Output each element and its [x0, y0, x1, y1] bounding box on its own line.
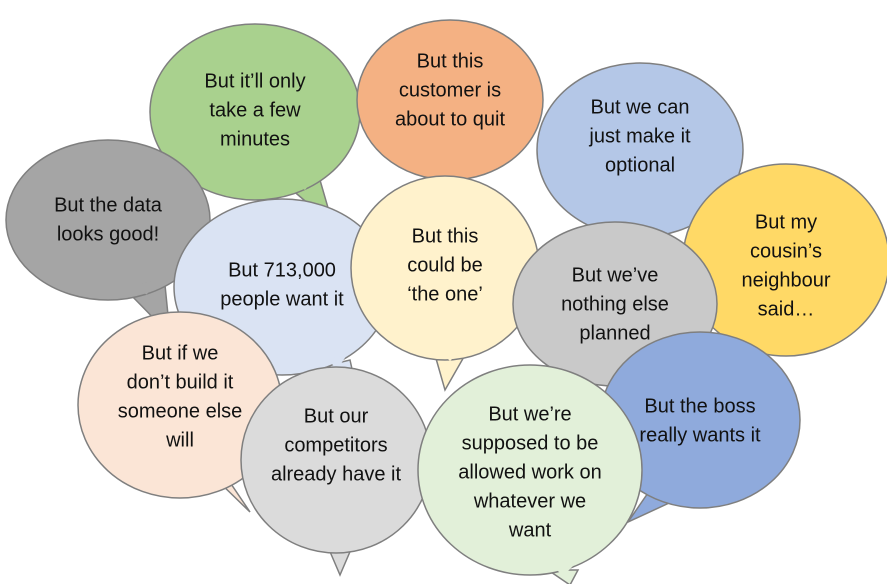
speech-bubble-text-line: will	[165, 429, 194, 451]
speech-bubble-text-line: But if we	[142, 342, 219, 364]
speech-bubble-someone-else-will: But if we don’t build it someone else will	[77, 311, 283, 513]
speech-bubble-tail-join	[131, 279, 162, 295]
speech-bubble-text-line: But it’ll only	[204, 70, 305, 92]
speech-bubble-body	[240, 366, 432, 554]
speech-bubble-text-line: looks good!	[57, 223, 159, 245]
speech-bubble-text-line: could be	[407, 254, 483, 276]
speech-bubble-tail-join	[722, 329, 746, 344]
speech-bubble-tail-join	[216, 469, 224, 483]
speech-bubble-text-line: neighbour	[742, 269, 831, 291]
speech-bubble-only-few-minutes: But it’ll only take a few minutes	[149, 23, 361, 228]
speech-bubble-text-line: want	[508, 519, 552, 541]
speech-bubble-tail-join	[327, 354, 348, 369]
speech-bubble-competitors-have-it: But our competitors already have it	[240, 366, 432, 577]
speech-bubble-text-line: customer is	[399, 79, 501, 101]
speech-bubble-text-line: optional	[605, 154, 675, 176]
speech-bubble-tail-join	[653, 484, 677, 500]
speech-bubble-text-line: But we’ve	[572, 264, 659, 286]
speech-bubble-text-line: planned	[579, 322, 650, 344]
speech-bubble-text-line: whatever we	[473, 490, 586, 512]
speech-bubble-text-line: nothing else	[561, 293, 669, 315]
speech-bubble-text-line: But the data	[54, 194, 163, 216]
speech-bubble-text-line: cousin’s	[750, 240, 822, 262]
speech-bubble-text-line: But this	[412, 225, 479, 247]
speech-bubble-allowed-work-on-whatever: But we’re supposed to be allowed work on wh…	[417, 364, 643, 584]
speech-bubble-text-line: But we’re	[488, 403, 571, 425]
speech-bubble-body	[417, 364, 643, 576]
speech-bubble-text-line: minutes	[220, 128, 290, 150]
speech-bubble-body	[5, 139, 211, 301]
speech-bubble-text-line: But the boss	[644, 395, 755, 417]
speech-bubble-text-line: But our	[304, 405, 369, 427]
speech-bubble-tail-join	[438, 349, 462, 361]
speech-bubble-text-line: But this	[417, 50, 484, 72]
speech-bubble-text-line: ‘the one’	[407, 283, 483, 305]
speech-bubble-text-line: someone else	[118, 400, 243, 422]
speech-bubble-boss-wants-it: But the boss really wants it	[599, 331, 801, 524]
speech-bubble-tail-join	[328, 534, 352, 546]
speech-bubble-text-line: But 713,000	[228, 259, 336, 281]
speech-bubble-tail-join	[293, 174, 317, 190]
speech-bubble-text-line: allowed work on	[458, 461, 601, 483]
speech-bubble-text-line: don’t build it	[127, 371, 234, 393]
speech-bubble-text-line: already have it	[271, 463, 402, 485]
speech-bubble-text-line: just make it	[588, 125, 691, 147]
speech-bubble-text-line: people want it	[220, 288, 344, 310]
speech-bubble-tail-join	[574, 370, 598, 384]
speech-bubble-text-line: take a few	[209, 99, 301, 121]
speech-bubble-text-line: But my	[755, 211, 817, 233]
speech-bubble-data-looks-good: But the data looks good!	[5, 139, 211, 338]
speech-bubble-tail-join	[435, 169, 459, 181]
speech-bubble-text-line: But we can	[591, 96, 690, 118]
speech-bubble-tail-join	[551, 564, 575, 576]
speech-bubble-text-line: said…	[758, 298, 815, 320]
speech-bubble-could-be-the-one: But this could be ‘the one’	[350, 175, 540, 392]
speech-bubble-text-line: supposed to be	[462, 432, 599, 454]
speech-bubble-text-line: really wants it	[639, 424, 761, 446]
speech-bubble-text-line: about to quit	[395, 108, 506, 130]
speech-bubble-text-line: competitors	[284, 434, 387, 456]
